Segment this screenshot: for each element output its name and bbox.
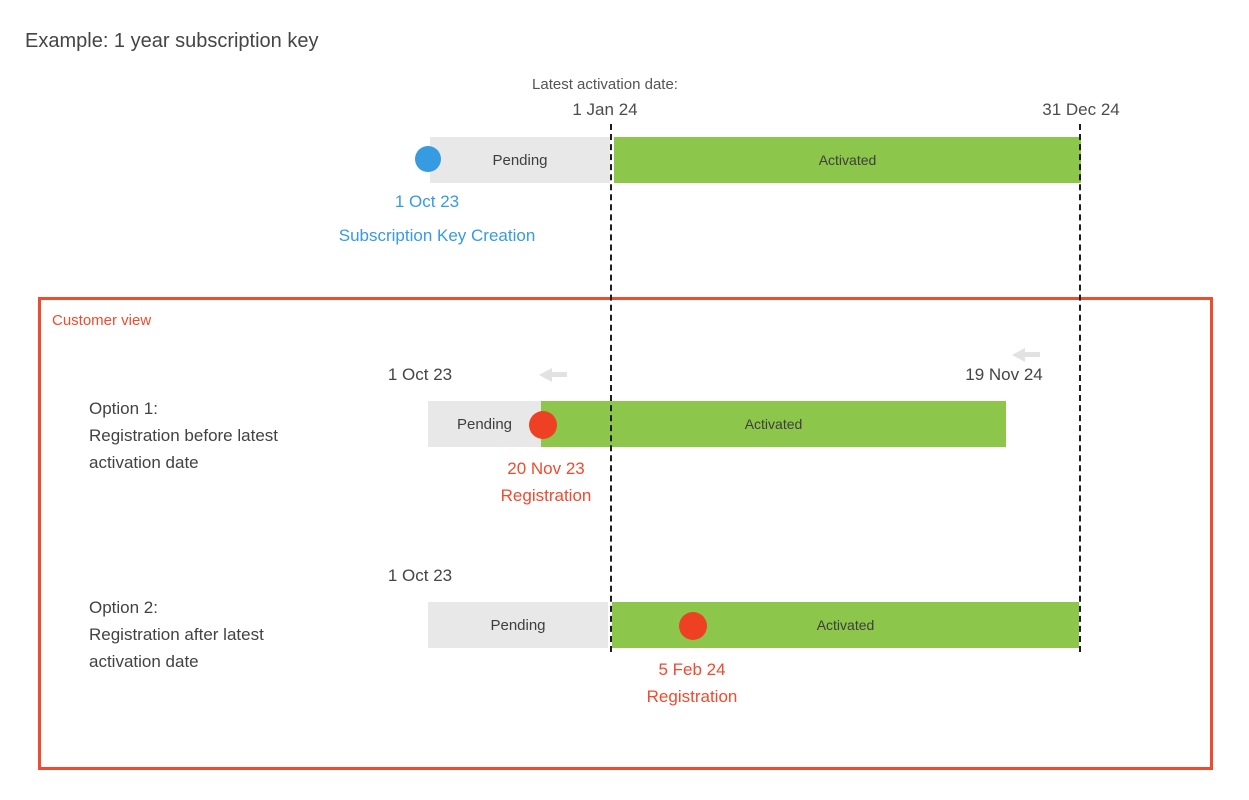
option1-desc-line2: activation date	[89, 453, 199, 472]
option1-pending-label: Pending	[456, 415, 513, 433]
customer-view-label: Customer view	[52, 312, 152, 329]
key-creation-date: 1 Oct 23	[394, 192, 460, 211]
option1-registration-date: 20 Nov 23	[507, 459, 585, 478]
option1-pending-bar: Pending	[428, 401, 541, 447]
subscription-end-date: 31 Dec 24	[1042, 100, 1120, 119]
customer-view-box: Customer view Option 1: Registration bef…	[38, 297, 1213, 770]
option2-registration-date: 5 Feb 24	[658, 660, 726, 679]
option2-registration-dot-icon	[679, 612, 707, 640]
option1-description: Option 1: Registration before latest act…	[89, 395, 278, 476]
option1-end-date: 19 Nov 24	[965, 365, 1043, 384]
key-creation-label: Subscription Key Creation	[338, 226, 536, 245]
option2-title: Option 2:	[89, 598, 158, 617]
option2-desc-line1: Registration after latest	[89, 625, 264, 644]
key-row-activated-bar: Activated	[614, 137, 1081, 183]
latest-activation-date: 1 Jan 24	[572, 100, 638, 119]
option1-registration-dot-icon	[529, 411, 557, 439]
option1-desc-line1: Registration before latest	[89, 426, 278, 445]
subscription-end-dashline	[1079, 124, 1081, 652]
left-nudge-arrow-icon	[1012, 348, 1040, 362]
key-creation-dot-icon	[415, 146, 441, 172]
option1-title: Option 1:	[89, 399, 158, 418]
option2-pending-label: Pending	[490, 616, 546, 634]
option2-registration-label: Registration	[646, 687, 738, 706]
option2-start-date: 1 Oct 23	[387, 566, 453, 585]
latest-activation-dashline	[610, 124, 612, 652]
key-row-pending-bar: Pending	[430, 137, 610, 183]
option1-start-date: 1 Oct 23	[387, 365, 453, 384]
diagram-title: Example: 1 year subscription key	[25, 30, 319, 52]
key-row-activated-label: Activated	[818, 152, 877, 168]
latest-activation-label: Latest activation date:	[532, 76, 678, 93]
option1-activated-bar: Activated	[541, 401, 1006, 447]
option1-activated-label: Activated	[744, 416, 803, 432]
option2-description: Option 2: Registration after latest acti…	[89, 594, 264, 675]
key-row-pending-label: Pending	[492, 151, 548, 169]
option2-desc-line2: activation date	[89, 652, 199, 671]
option1-registration-label: Registration	[500, 486, 592, 505]
option2-pending-bar: Pending	[428, 602, 608, 648]
option2-activated-label: Activated	[816, 617, 875, 633]
left-nudge-arrow-icon	[539, 368, 567, 382]
